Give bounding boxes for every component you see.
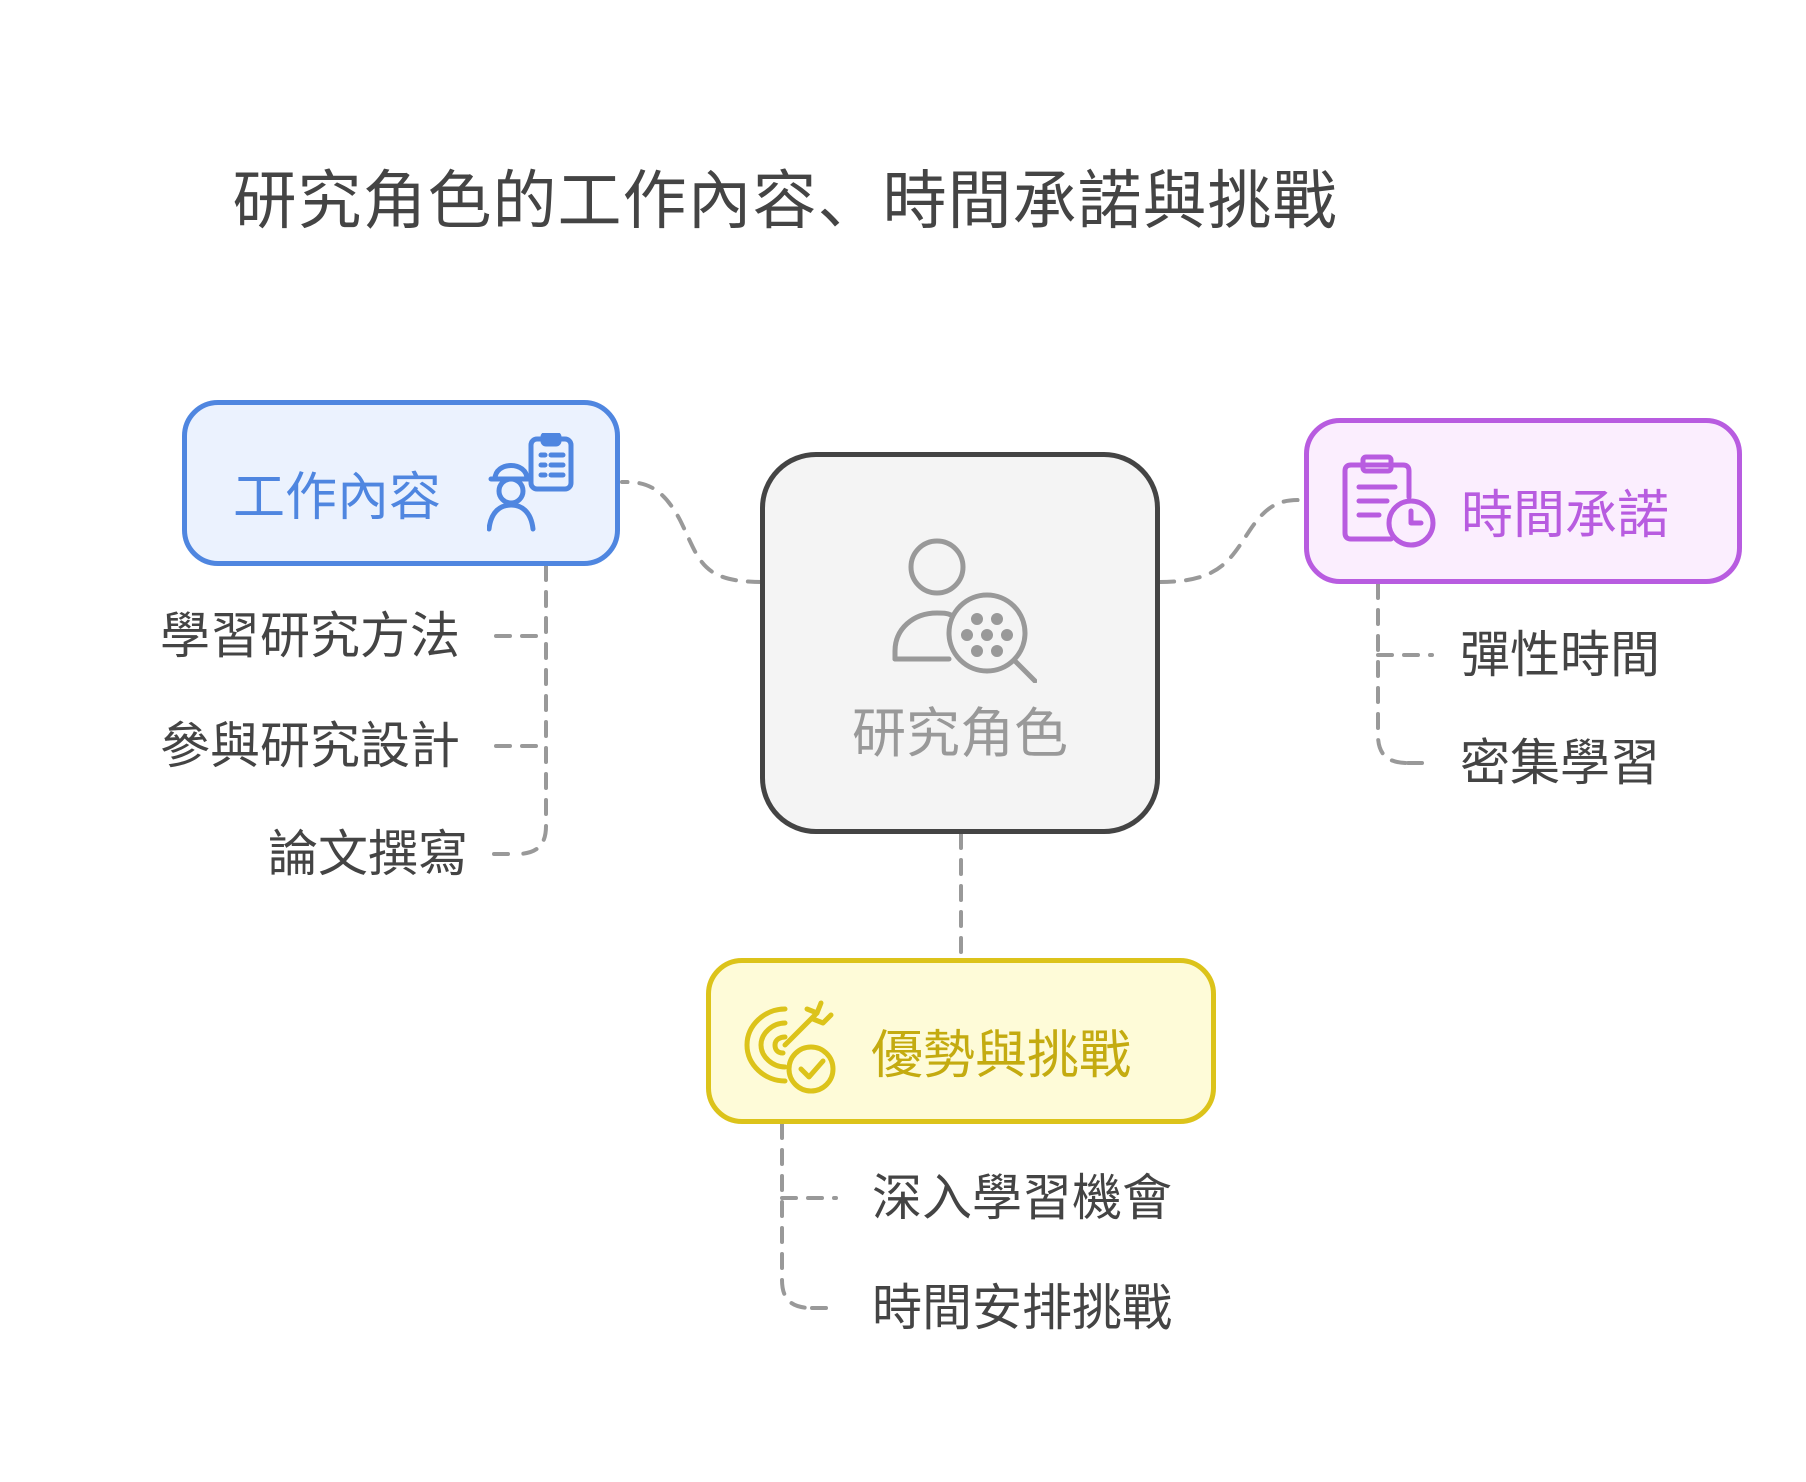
diagram-title: 研究角色的工作內容、時間承諾與挑戰 bbox=[232, 165, 1338, 239]
target-check-icon bbox=[741, 997, 841, 1101]
leaf-thesis-writing: 論文撰寫 bbox=[268, 825, 468, 883]
node-time-label: 時間承諾 bbox=[1461, 486, 1670, 546]
connector-time-trunk bbox=[1376, 582, 1410, 765]
connector-work-trunk bbox=[514, 564, 548, 856]
leaf-flexible-time: 彈性時間 bbox=[1460, 626, 1660, 684]
node-time-commitment: 時間承諾 bbox=[1304, 418, 1742, 584]
connector-center-work bbox=[620, 480, 764, 584]
node-work-content: 工作內容 bbox=[182, 400, 620, 566]
node-work-label: 工作內容 bbox=[233, 468, 442, 528]
leaf-scheduling-challenge: 時間安排挑戰 bbox=[872, 1279, 1172, 1337]
researcher-search-icon bbox=[887, 533, 1038, 687]
connector-challenge-trunk bbox=[780, 1122, 814, 1310]
clipboard-clock-icon bbox=[1339, 453, 1439, 557]
leaf-learn-methods: 學習研究方法 bbox=[160, 607, 460, 665]
leaf-deep-learning-opportunity: 深入學習機會 bbox=[872, 1169, 1172, 1227]
leaf-research-design: 參與研究設計 bbox=[160, 717, 460, 775]
node-challenge-label: 優勢與挑戰 bbox=[871, 1026, 1132, 1086]
node-research-role: 研究角色 bbox=[760, 452, 1160, 834]
node-research-role-label: 研究角色 bbox=[852, 702, 1068, 765]
leaf-intensive-learning: 密集學習 bbox=[1460, 734, 1660, 792]
worker-clipboard-icon bbox=[486, 431, 583, 537]
node-advantages-challenges: 優勢與挑戰 bbox=[706, 958, 1216, 1124]
connector-center-time bbox=[1158, 498, 1306, 584]
